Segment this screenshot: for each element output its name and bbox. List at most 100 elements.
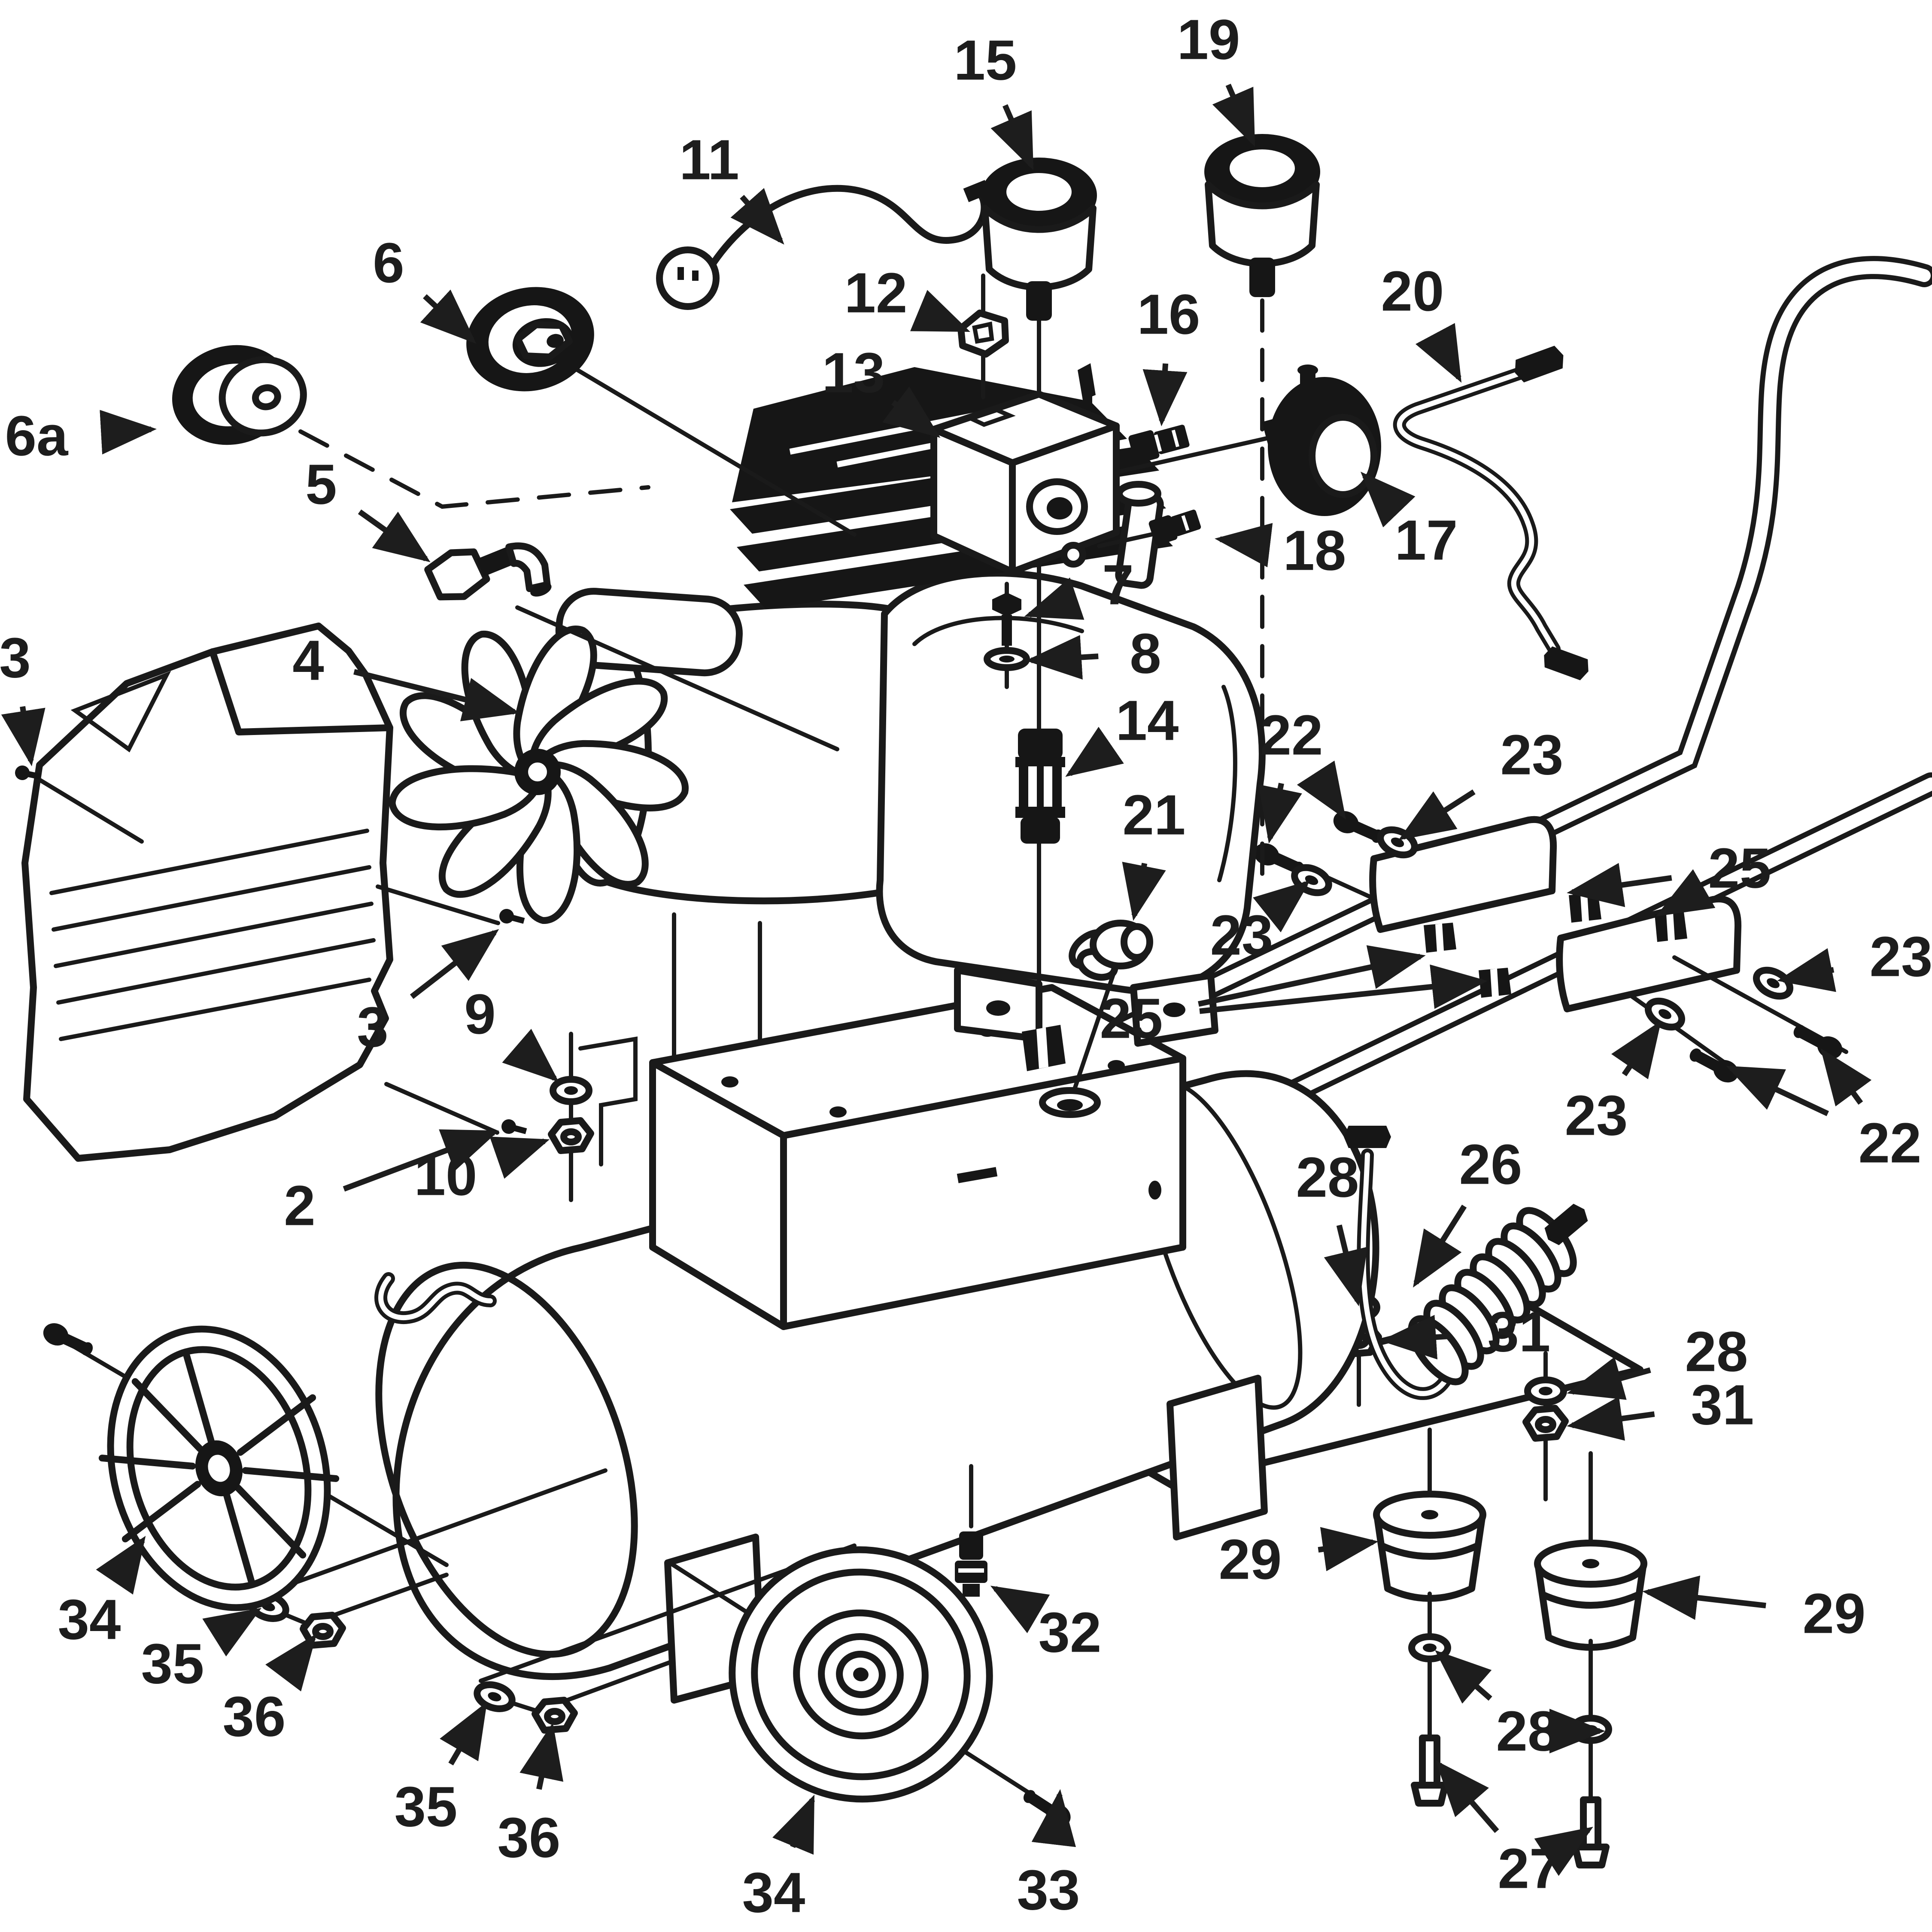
callout-arrow-25a	[1198, 945, 1426, 1007]
callout-29a: 29	[1219, 1527, 1379, 1591]
callout-arrow-25b	[1656, 869, 1716, 917]
callout-number-25b: 25	[1708, 837, 1771, 900]
callout-arrow-17	[1360, 471, 1416, 528]
callout-34b: 34	[742, 1795, 815, 1924]
callout-number-3b: 3	[357, 996, 388, 1059]
callout-16: 16	[1137, 283, 1200, 426]
callout-number-29a: 29	[1219, 1528, 1282, 1591]
callout-number-8: 8	[1130, 622, 1161, 685]
callout-arrow-22a	[1258, 783, 1302, 844]
callout-9: 9	[464, 983, 559, 1082]
callout-arrow-14	[1065, 726, 1124, 777]
callout-number-33: 33	[1017, 1859, 1080, 1922]
callout-arrow-13	[882, 386, 941, 438]
callout-number-34b: 34	[742, 1861, 805, 1924]
callout-number-23b: 23	[1210, 904, 1273, 967]
callout-arrow-36a	[265, 1633, 317, 1692]
callout-31b: 31	[1567, 1373, 1754, 1441]
callout-number-6: 6	[373, 231, 404, 295]
callout-arrow-6a	[100, 410, 157, 455]
callout-36a: 36	[223, 1633, 317, 1748]
callout-10: 10	[414, 1136, 550, 1207]
callout-arrow-31a	[1380, 1315, 1451, 1360]
callout-number-32: 32	[1039, 1601, 1102, 1664]
callout-arrow-33	[1031, 1789, 1076, 1847]
callout-23c: 23	[1777, 925, 1932, 992]
callout-arrow-4	[353, 669, 520, 722]
callout-arrow-3a	[1, 706, 46, 766]
callout-arrow-2	[343, 1129, 499, 1192]
air-filter-parts	[172, 287, 857, 751]
callout-number-9: 9	[464, 983, 495, 1046]
callout-number-20: 20	[1381, 260, 1444, 323]
callout-number-35a: 35	[141, 1632, 204, 1695]
tank-petcock	[1039, 920, 1153, 1118]
callout-12: 12	[844, 261, 971, 333]
callout-35a: 35	[141, 1608, 262, 1695]
callout-34a: 34	[58, 1536, 146, 1651]
callout-number-13: 13	[822, 341, 885, 404]
callout-6: 6	[373, 231, 477, 344]
callout-number-26: 26	[1459, 1133, 1522, 1196]
callout-arrow-8	[1026, 635, 1099, 680]
callout-arrow-23b	[1253, 880, 1311, 933]
callout-arrow-34b	[772, 1795, 815, 1855]
callout-35b: 35	[395, 1701, 487, 1838]
callout-arrow-22a	[1297, 760, 1346, 820]
callout-number-27: 27	[1498, 1837, 1561, 1900]
callout-arrow-29b	[1642, 1575, 1766, 1620]
regulator-knob	[1262, 365, 1381, 516]
callout-arrow-11	[730, 188, 784, 245]
callout-arrow-20	[1415, 323, 1462, 383]
callout-number-22b: 22	[1859, 1112, 1922, 1175]
callout-3a: 3	[0, 626, 46, 766]
callout-arrow-16	[1142, 363, 1188, 426]
callout-17: 17	[1360, 471, 1458, 572]
right-wheel	[668, 1546, 1075, 1832]
callout-arrow-22b	[1726, 1066, 1829, 1116]
callout-arrow-36b	[519, 1722, 564, 1790]
callout-number-28b: 28	[1685, 1320, 1748, 1383]
callout-arrow-35a	[202, 1608, 262, 1657]
callout-25b: 25	[1567, 837, 1771, 917]
callout-arrow-23d	[1611, 1021, 1662, 1079]
callout-number-31a: 31	[1488, 1300, 1551, 1364]
drain-valve-32	[955, 1464, 987, 1597]
callout-29b: 29	[1642, 1575, 1866, 1645]
callout-arrow-15	[990, 104, 1034, 170]
callout-arrow-21	[1122, 862, 1166, 921]
shroud-cover	[21, 623, 393, 1162]
callout-number-25a: 25	[1100, 987, 1163, 1050]
callout-arrow-29a	[1318, 1527, 1379, 1571]
callout-arrow-19	[1212, 83, 1255, 147]
fan	[386, 626, 690, 927]
callout-number-15: 15	[954, 29, 1017, 92]
callout-36b: 36	[498, 1722, 564, 1869]
callout-arrow-6	[420, 289, 477, 344]
callout-arrow-35b	[440, 1701, 487, 1765]
callout-number-3a: 3	[0, 626, 31, 690]
callout-26: 26	[1413, 1133, 1522, 1288]
callout-number-21: 21	[1123, 784, 1186, 847]
callout-number-14: 14	[1116, 689, 1179, 752]
callout-number-16: 16	[1137, 283, 1200, 346]
callout-number-4: 4	[292, 629, 324, 692]
callout-20: 20	[1381, 260, 1462, 383]
callout-number-36b: 36	[498, 1806, 561, 1869]
outlet-tube	[1393, 346, 1589, 680]
callout-31a: 31	[1380, 1300, 1551, 1364]
callout-2: 2	[284, 1129, 499, 1237]
callout-number-29b: 29	[1803, 1582, 1866, 1645]
callout-number-6a: 6a	[5, 404, 69, 468]
callout-15: 15	[954, 29, 1034, 170]
callout-23b: 23	[1210, 880, 1311, 967]
callout-arrow-27	[1435, 1760, 1499, 1833]
callout-23d: 23	[1565, 1021, 1662, 1147]
callout-arrow-3b	[410, 929, 499, 999]
callout-arrow-12	[910, 290, 971, 333]
callout-25a: 25	[1100, 945, 1488, 1050]
callout-number-23c: 23	[1870, 925, 1932, 988]
hose-coil	[1408, 1207, 1577, 1385]
callout-arrow-25b	[1567, 863, 1672, 907]
